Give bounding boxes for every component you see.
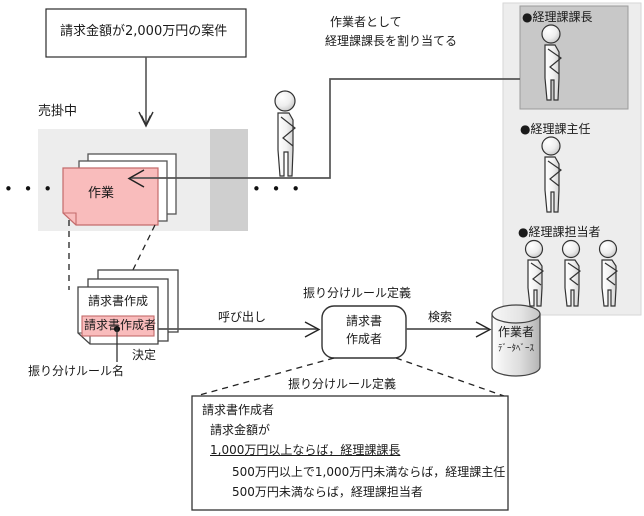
work-token-label: 作業 (88, 186, 115, 201)
actor-figure-tanto-3 (598, 239, 619, 307)
rule-node-caption: 振り分けルール定義 (303, 286, 412, 300)
case-box-shape (45, 8, 247, 128)
call-arrow (158, 321, 321, 338)
rule-definition-line-0: 請求書作成者 (202, 403, 275, 417)
search-arrow-label: 検索 (428, 310, 453, 324)
search-arrow (406, 321, 492, 338)
worker-group-label-kacho: ●経理課課長 (522, 10, 593, 24)
database-cylinder (491, 304, 541, 377)
task-stack-title: 請求書作成 (88, 294, 149, 308)
database-label-line1: 作業者 (497, 325, 534, 339)
assign-note-line1: 作業者として (330, 15, 402, 29)
token-to-task-dashed (68, 220, 156, 290)
task-stack-shape (77, 269, 179, 362)
ellipsis-right: • • • (252, 180, 304, 198)
state-label: 売掛中 (38, 104, 78, 119)
rule-definition-line-2: 1,000万円以上ならば，経理課課長 (210, 443, 401, 457)
rule-node-line2: 作成者 (345, 332, 382, 346)
rule-name-label: 振り分けルール名 (28, 364, 125, 378)
work-token-stack (62, 153, 177, 226)
actor-figure-tanto-2 (561, 239, 582, 307)
decide-label: 決定 (132, 348, 157, 362)
call-arrow-label: 呼び出し (218, 310, 267, 324)
actor-figure-kacho (541, 24, 562, 101)
rule-definition-caption: 振り分けルール定義 (288, 377, 397, 391)
rule-definition-box-shape (191, 395, 509, 511)
rule-definition-line-3: 500万円以上で1,000万円未満ならば，経理課主任 (232, 465, 506, 479)
rule-node-line1: 請求書 (345, 314, 382, 328)
worker-group-label-tanto: ●経理課担当者 (518, 225, 601, 239)
assignment-connector (127, 78, 520, 188)
actor-figure-tanto-1 (524, 239, 545, 307)
ellipsis-left: • • • (4, 180, 56, 198)
rule-definition-line-4: 500万円未満ならば，経理課担当者 (232, 485, 423, 499)
rule-node-shape (321, 305, 407, 359)
rule-name-highlight (81, 315, 155, 337)
rule-detail-dashed (195, 357, 505, 397)
task-stack-highlight-label: 請求書作成者 (84, 318, 157, 332)
actor-figure-standalone (274, 90, 296, 177)
assign-note-line2: 経理課課長を割り当てる (325, 34, 458, 48)
actor-figure-shunin (541, 136, 562, 213)
case-box-label: 請求金額が2,000万円の案件 (60, 24, 228, 39)
worker-group-label-shunin: ●経理課主任 (520, 122, 591, 136)
rule-definition-line-1: 請求金額が (210, 423, 271, 437)
database-label-line2: ﾃﾞｰﾀﾍﾞｰｽ (497, 344, 534, 354)
worker-group-highlight-box (519, 5, 629, 110)
